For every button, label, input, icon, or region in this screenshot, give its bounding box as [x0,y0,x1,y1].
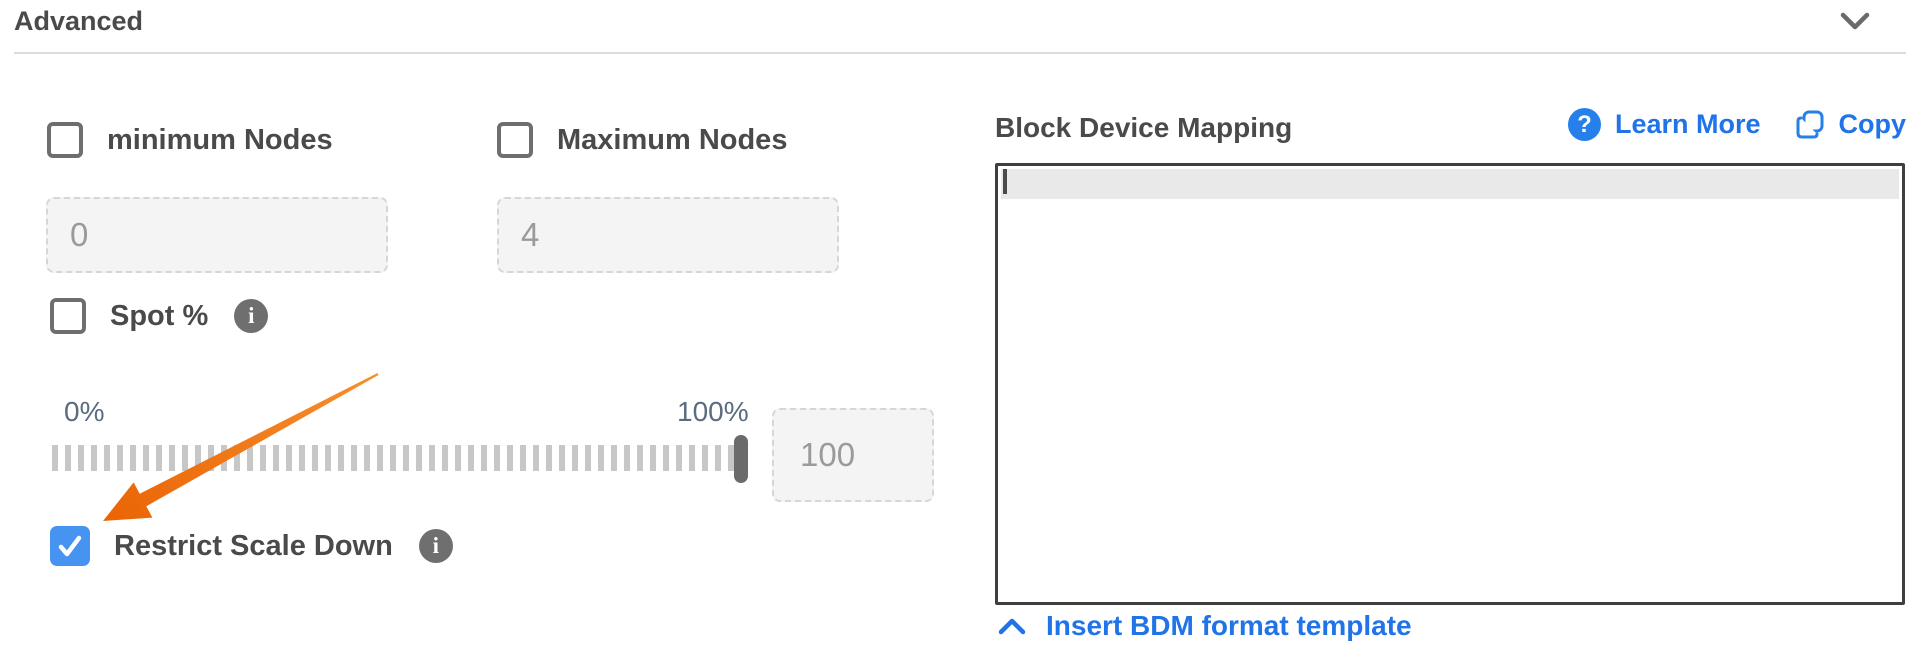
bdm-title: Block Device Mapping [995,112,1293,143]
min-nodes-label: minimum Nodes [107,123,333,156]
copy-icon [1796,110,1823,138]
chevron-up-icon [998,618,1026,635]
learn-more-label: Learn More [1614,109,1761,139]
spot-percentage-input[interactable] [772,408,934,502]
spot-info-icon[interactable]: i [234,299,269,333]
spot-label: Spot % [110,299,209,332]
slider-max-label: 100% [677,396,749,427]
help-question-icon: ? [1567,108,1601,141]
slider-min-label: 0% [64,396,105,427]
max-nodes-group: Maximum Nodes [497,122,787,158]
max-nodes-checkbox[interactable] [497,122,533,158]
learn-more-link[interactable]: ? Learn More [1567,108,1761,141]
section-divider [14,52,1906,54]
bdm-actions: ? Learn More Copy [1567,108,1907,141]
copy-label: Copy [1838,109,1907,139]
insert-bdm-template-label: Insert BDM format template [1046,610,1412,641]
min-nodes-checkbox[interactable] [47,122,83,158]
checkmark-icon [58,535,82,557]
spot-percentage-slider-handle[interactable] [734,435,748,483]
restrict-scale-down-info-icon[interactable]: i [418,529,453,563]
restrict-scale-down-group: Restrict Scale Down i [50,526,453,566]
max-nodes-label: Maximum Nodes [557,123,788,156]
spot-percentage-slider-track[interactable] [52,445,752,471]
min-nodes-group: minimum Nodes [47,122,333,158]
section-title-advanced: Advanced [14,6,144,36]
spot-group: Spot % i [50,298,269,334]
bdm-editor-cursor [1003,169,1007,194]
chevron-down-icon[interactable] [1840,12,1870,32]
min-nodes-input[interactable] [46,197,388,273]
bdm-editor-active-line [1001,169,1899,199]
restrict-scale-down-checkbox[interactable] [50,526,90,566]
bdm-editor[interactable] [995,163,1905,605]
spot-checkbox[interactable] [50,298,86,334]
restrict-scale-down-label: Restrict Scale Down [114,529,393,562]
max-nodes-input[interactable] [497,197,839,273]
copy-button[interactable]: Copy [1795,109,1907,141]
insert-bdm-template-link[interactable]: Insert BDM format template [998,610,1412,642]
